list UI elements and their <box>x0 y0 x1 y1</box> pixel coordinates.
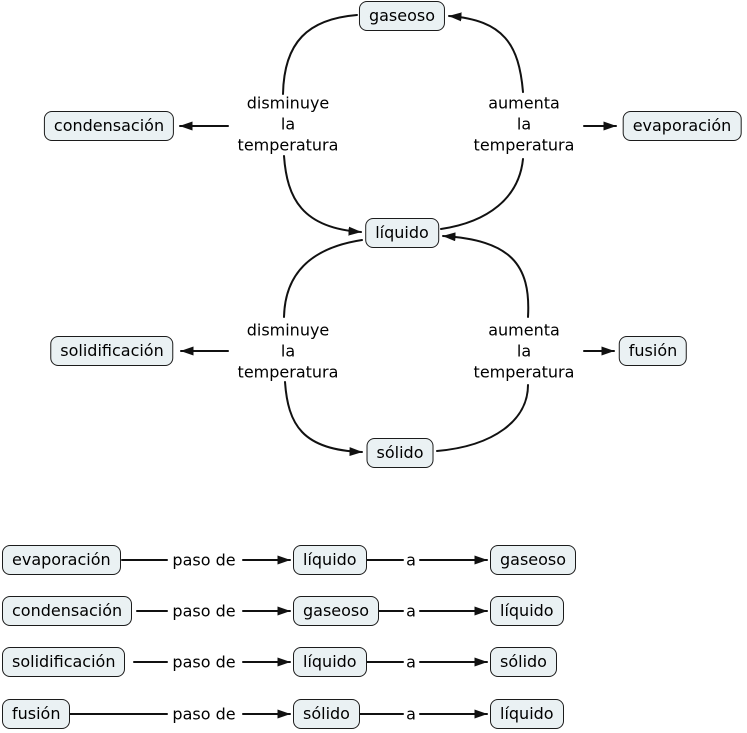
row3-connector-a: a <box>406 652 416 672</box>
row1-state-to-box: gaseoso <box>490 545 577 575</box>
node-solido: sólido <box>366 438 434 468</box>
row3-connector-paso-de: paso de <box>172 652 236 672</box>
node-evaporacion: evaporación <box>622 111 742 141</box>
row1-process-box: evaporación <box>2 545 121 575</box>
edge-label-aumenta-temperatura-bottom: aumenta la temperatura <box>473 320 575 382</box>
row1-connector-paso-de: paso de <box>172 550 236 570</box>
row3-state-to-box: sólido <box>490 647 557 677</box>
edge-label-aumenta-temperatura-top: aumenta la temperatura <box>473 93 575 155</box>
row4-state-from-box: sólido <box>293 699 360 729</box>
row2-state-to-box: líquido <box>490 596 564 626</box>
row2-state-from-box: gaseoso <box>293 596 380 626</box>
node-gaseoso: gaseoso <box>358 1 446 31</box>
row4-connector-paso-de: paso de <box>172 704 236 724</box>
node-solidificacion: solidificación <box>50 336 174 366</box>
arrow-disminuye-to-solido <box>284 381 363 457</box>
row4-process-box: fusión <box>2 699 71 729</box>
row3-process-box: solidificación <box>2 647 126 677</box>
row1-connector-a: a <box>406 550 416 570</box>
row1-state-from-box: líquido <box>293 545 367 575</box>
row2-process-box: condensación <box>2 596 133 626</box>
path-solido-to-aumenta-lower-label <box>436 384 529 452</box>
row3-state-from-box: líquido <box>293 647 367 677</box>
row2-connector-a: a <box>406 601 416 621</box>
path-gaseoso-to-disminuye-label <box>282 14 358 95</box>
node-condensacion: condensación <box>43 111 175 141</box>
path-liquido-to-disminuye-lower-label <box>283 239 363 318</box>
edge-label-disminuye-temperatura-top: disminuye la temperatura <box>237 93 339 155</box>
row2-connector-paso-de: paso de <box>172 601 236 621</box>
edge-label-disminuye-temperatura-bottom: disminuye la temperatura <box>237 320 339 382</box>
node-liquido: líquido <box>365 218 439 248</box>
arrow-aumenta-to-gaseoso <box>448 12 524 93</box>
node-fusion: fusión <box>618 336 688 366</box>
row4-state-to-box: líquido <box>490 699 564 729</box>
row4-connector-a: a <box>406 704 416 724</box>
arrow-disminuye-to-liquido <box>283 155 362 236</box>
path-liquido-to-aumenta-label <box>440 158 524 230</box>
arrow-aumenta-to-liquido <box>442 232 530 318</box>
